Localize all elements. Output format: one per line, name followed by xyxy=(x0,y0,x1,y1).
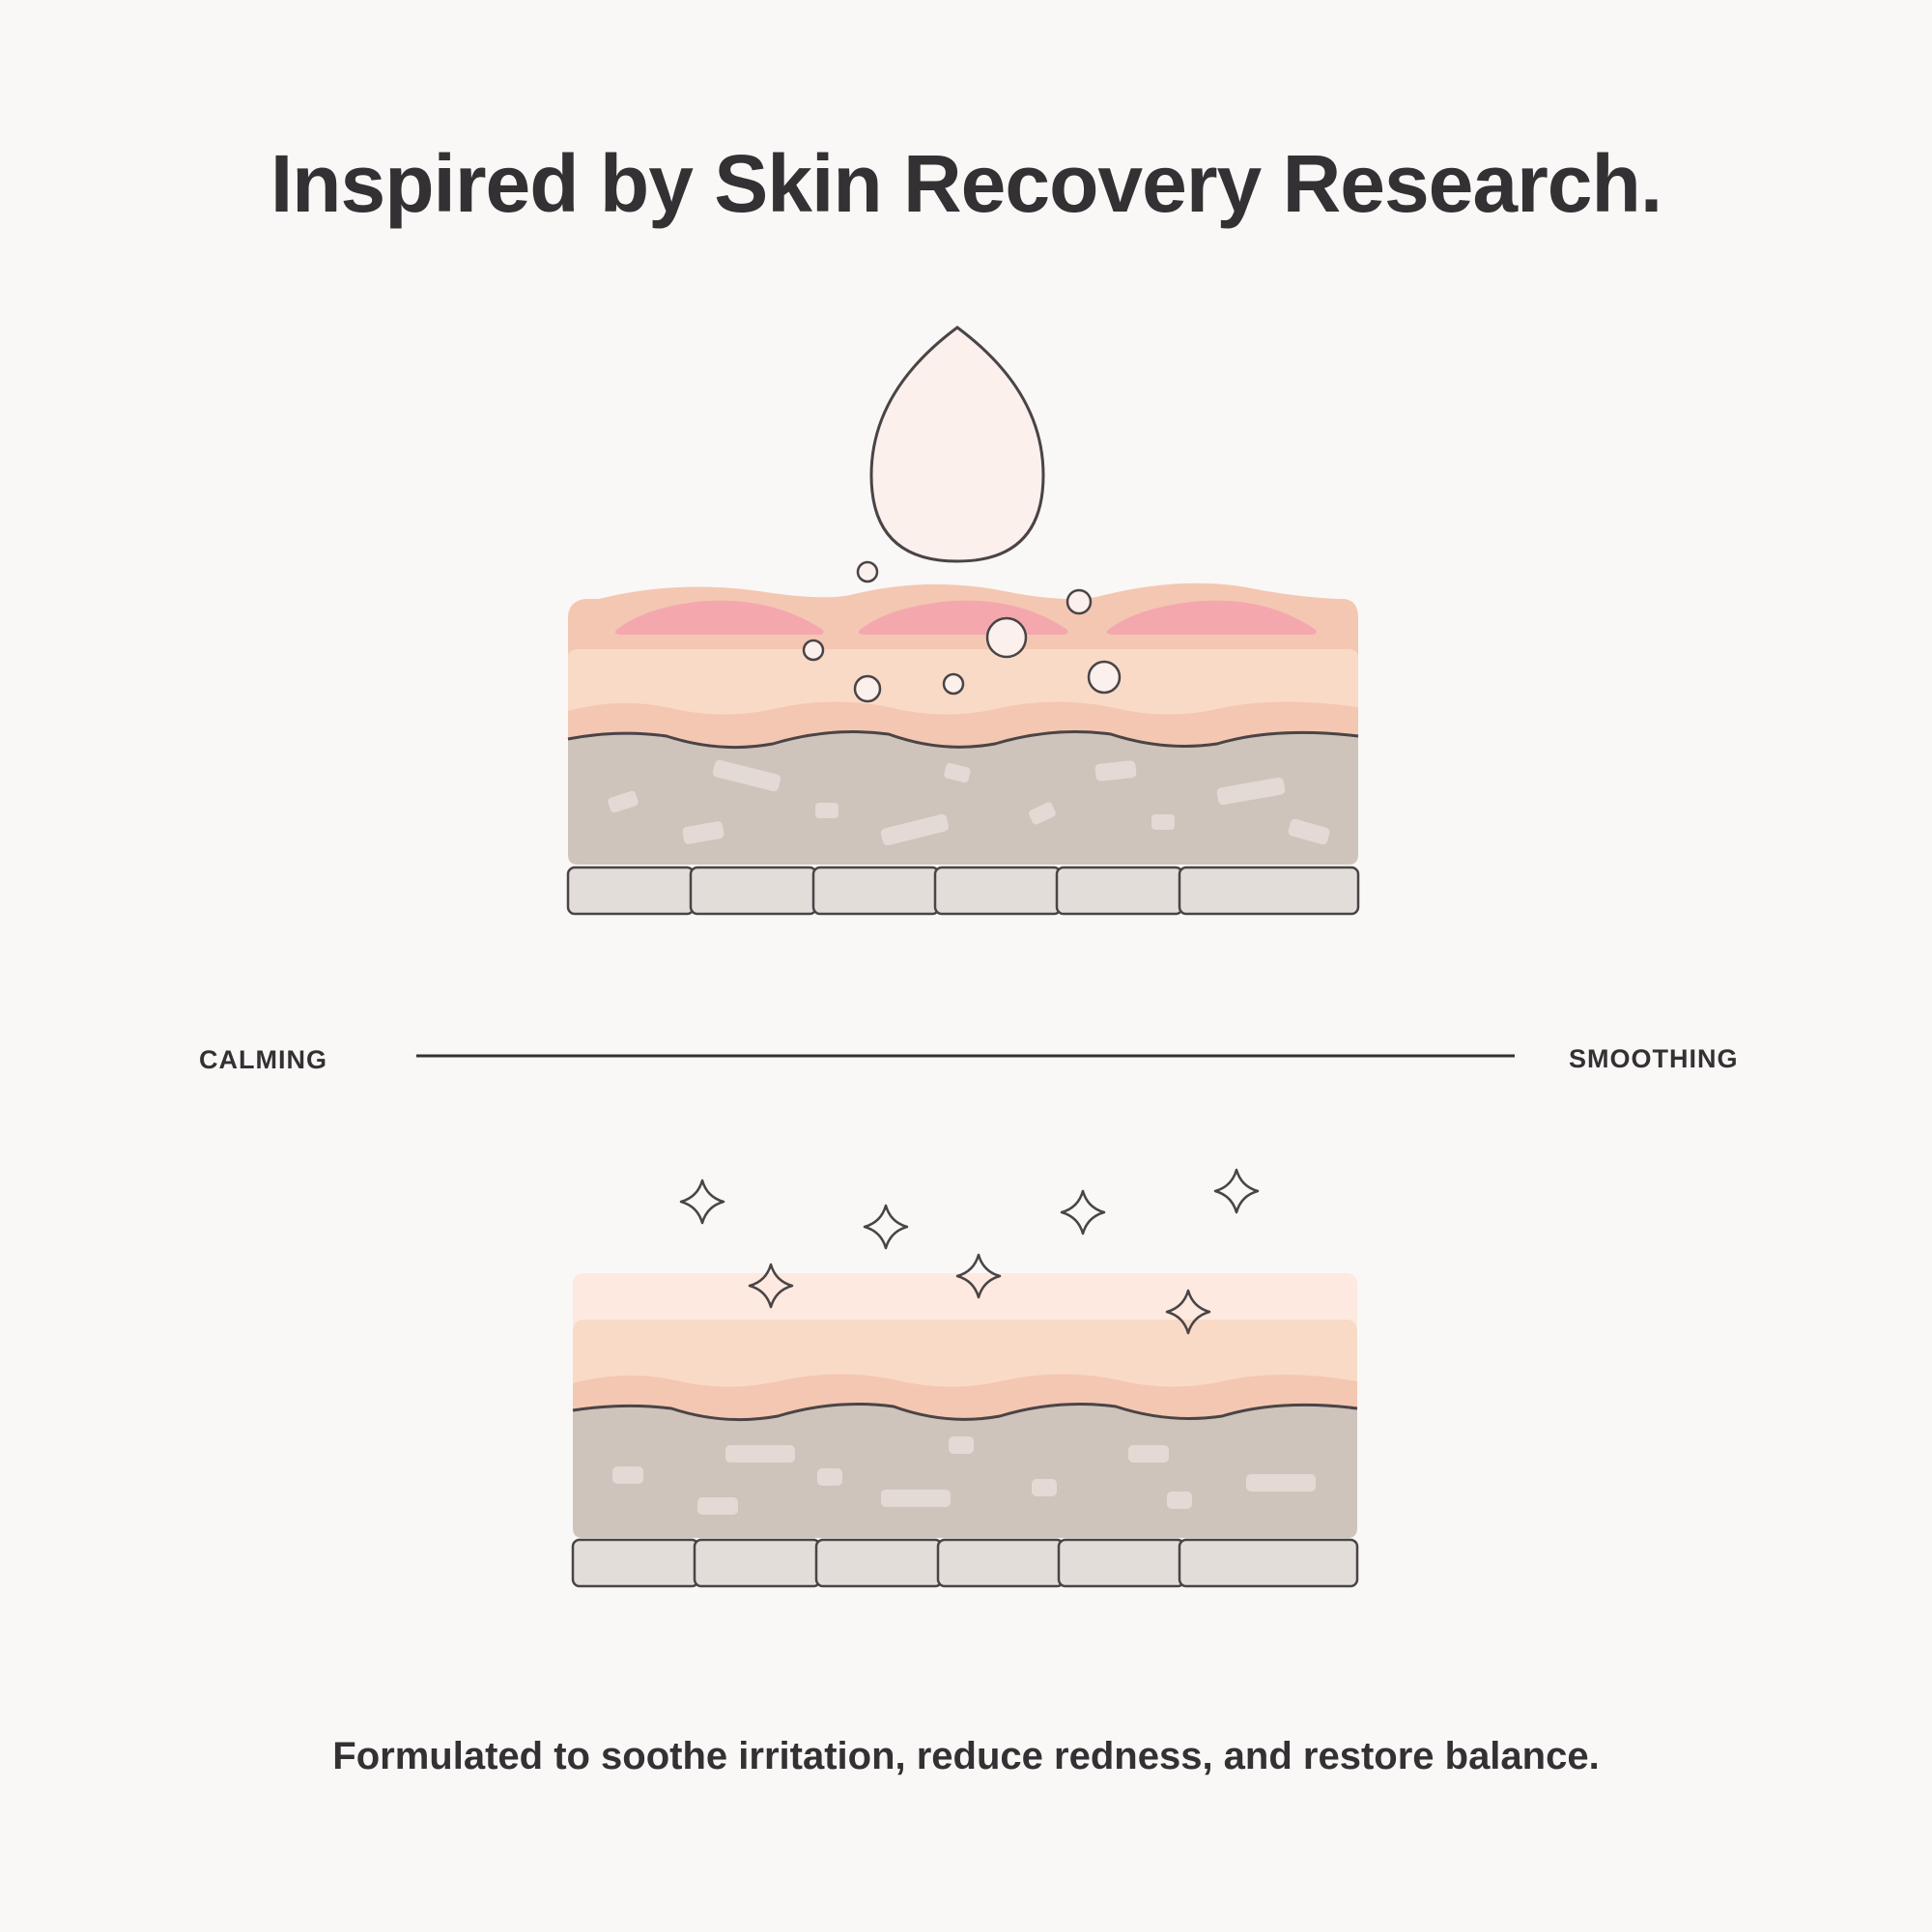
redness-patch xyxy=(1106,600,1317,635)
basal-cell-row xyxy=(571,1538,1359,1588)
irritated-skin-cross-section xyxy=(566,326,1360,916)
sparkle-icon xyxy=(748,1263,794,1309)
collagen-fibers xyxy=(612,1436,1316,1515)
redness-patch xyxy=(614,600,824,635)
page-title: Inspired by Skin Recovery Research. xyxy=(270,138,1662,229)
smoothing-label: SMOOTHING xyxy=(1569,1044,1739,1073)
calming-label: CALMING xyxy=(199,1045,327,1074)
sparkle-icon xyxy=(1165,1289,1211,1335)
sparkle-group xyxy=(679,1168,1260,1335)
collagen-fibers xyxy=(608,759,1330,846)
dermis-wave-outline xyxy=(572,1403,1358,1422)
smooth-surface-layer xyxy=(573,1273,1357,1325)
caption-text: Formulated to soothe irritation, reduce … xyxy=(332,1735,1600,1777)
dermis-wave-outline xyxy=(567,730,1359,750)
epidermis-inner-layer xyxy=(573,1320,1357,1391)
sparkle-icon xyxy=(1060,1189,1106,1236)
sparkle-icon xyxy=(679,1179,725,1225)
dermis-layer xyxy=(568,731,1358,865)
dermal-junction xyxy=(573,1374,1357,1420)
dermal-junction xyxy=(568,701,1358,753)
sparkle-icon xyxy=(1213,1168,1260,1214)
sparkle-icon xyxy=(955,1253,1002,1299)
dermis-layer xyxy=(573,1404,1357,1538)
sparkle-icon xyxy=(863,1204,909,1250)
droplet-icon xyxy=(869,326,1045,563)
basal-cell-row xyxy=(566,866,1360,916)
bubble-icon xyxy=(802,560,1122,703)
smooth-skin-cross-section xyxy=(571,1168,1359,1588)
